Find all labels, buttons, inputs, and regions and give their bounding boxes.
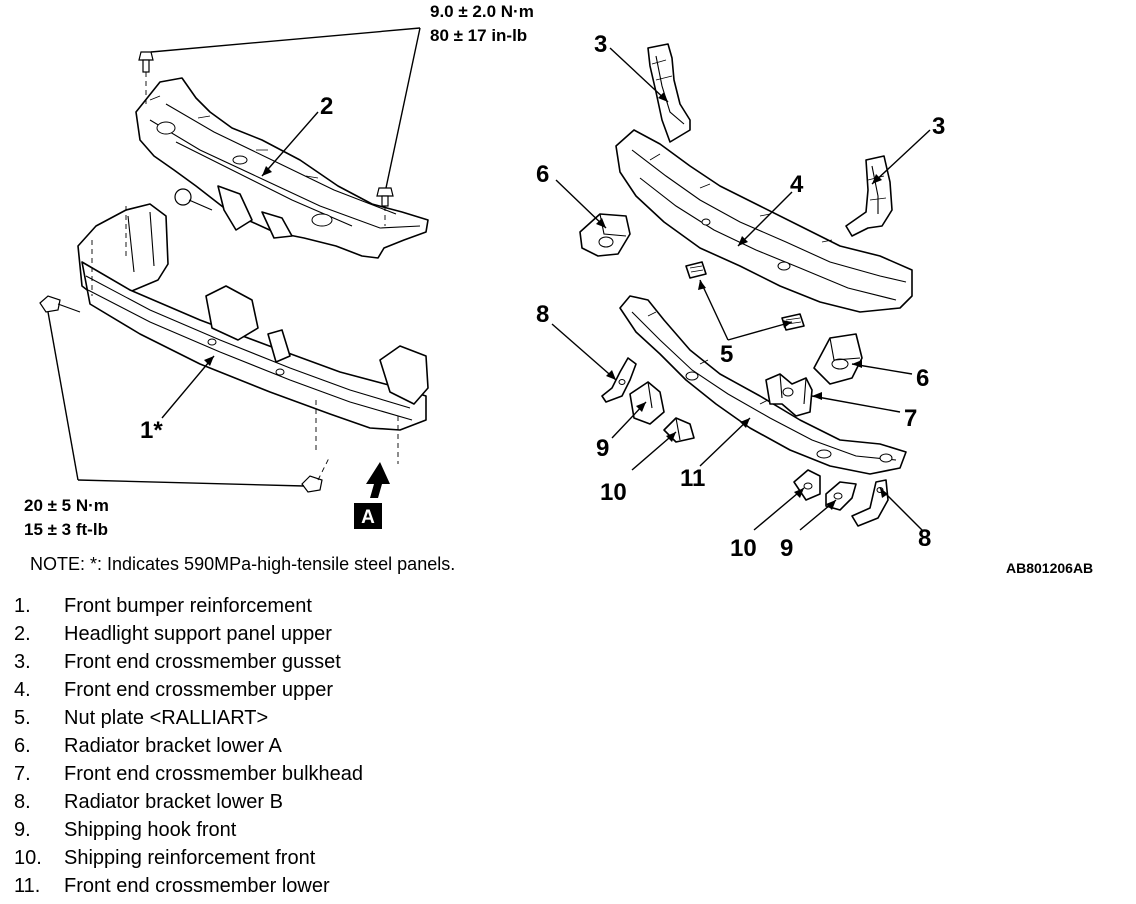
legend-number: 7. <box>14 763 31 785</box>
bolt-upper-left-icon <box>138 51 154 104</box>
legend-number: 3. <box>14 651 31 673</box>
figure-id: AB801206AB <box>1006 560 1094 576</box>
legend-label: Shipping reinforcement front <box>64 847 316 869</box>
legend-number: 11. <box>14 875 41 897</box>
legend-number: 10. <box>14 847 42 869</box>
callout-6-right: 6 <box>916 365 929 392</box>
view-label: A <box>361 507 375 528</box>
front-end-crossmember-gusset-top <box>647 43 691 143</box>
legend-label: Headlight support panel upper <box>64 623 332 645</box>
nut-plate-left <box>685 261 707 279</box>
bolt-lower-right-icon <box>301 455 331 493</box>
view-arrow-icon <box>366 462 390 498</box>
callout-8-left: 8 <box>536 301 549 328</box>
callout-3-right: 3 <box>932 113 945 140</box>
callout-9-left: 9 <box>596 435 609 462</box>
legend-label: Front bumper reinforcement <box>64 595 312 617</box>
callout-6-left: 6 <box>536 161 549 188</box>
legend-number: 8. <box>14 791 31 813</box>
callout-3-top: 3 <box>594 31 607 58</box>
legend-number: 4. <box>14 679 31 701</box>
legend-number: 9. <box>14 819 31 841</box>
bolt-upper-right-icon <box>376 187 394 226</box>
legend-item: 9. Shipping hook front <box>14 816 363 844</box>
front-bumper-reinforcement <box>77 203 429 464</box>
legend-number: 1. <box>14 595 31 617</box>
exploded-parts-diagram: A <box>24 2 945 562</box>
legend-item: 4. Front end crossmember upper <box>14 676 363 704</box>
headlight-support-panel-upper <box>135 77 429 259</box>
callout-11: 11 <box>680 465 705 492</box>
front-end-crossmember-lower <box>619 295 907 475</box>
legend-item: 8. Radiator bracket lower B <box>14 788 363 816</box>
legend-label: Front end crossmember lower <box>64 875 330 897</box>
legend-label: Shipping hook front <box>64 819 237 841</box>
shipping-reinforcement-front-right <box>793 469 821 501</box>
radiator-bracket-lower-b-right <box>851 479 889 527</box>
callout-2: 2 <box>320 93 333 120</box>
radiator-bracket-lower-b-left <box>601 357 637 403</box>
callout-4: 4 <box>790 171 804 198</box>
callout-10-right: 10 <box>730 535 757 562</box>
legend-item: 5. Nut plate <RALLIART> <box>14 704 363 732</box>
legend-item: 10. Shipping reinforcement front <box>14 844 363 872</box>
front-end-crossmember-upper <box>615 129 913 313</box>
bolt-lower-left-icon <box>39 295 81 313</box>
torque-upper-line1: 9.0 ± 2.0 N·m <box>430 2 534 21</box>
torque-upper-line2: 80 ± 17 in-lb <box>430 26 527 45</box>
callout-1: 1* <box>140 417 163 444</box>
callout-9-right: 9 <box>780 535 793 562</box>
callout-7: 7 <box>904 405 917 432</box>
legend-label: Front end crossmember upper <box>64 679 334 701</box>
callout-8-right: 8 <box>918 525 931 552</box>
steel-panel-note: NOTE: *: Indicates 590MPa-high-tensile s… <box>30 554 456 574</box>
front-end-crossmember-bulkhead <box>765 373 813 417</box>
legend-item: 3. Front end crossmember gusset <box>14 648 363 676</box>
radiator-bracket-lower-a-right <box>813 333 863 385</box>
legend-label: Radiator bracket lower A <box>64 735 282 757</box>
legend-number: 5. <box>14 707 31 729</box>
shipping-hook-front-left <box>629 381 665 425</box>
callout-10-left: 10 <box>600 479 627 506</box>
legend-label: Nut plate <RALLIART> <box>64 707 269 729</box>
lower-torque-leaders <box>47 311 305 487</box>
view-label-box: A <box>354 503 382 529</box>
legend-number: 2. <box>14 623 31 645</box>
torque-lower-line1: 20 ± 5 N·m <box>24 496 109 515</box>
torque-lower-line2: 15 ± 3 ft-lb <box>24 520 108 539</box>
legend-label: Front end crossmember bulkhead <box>64 763 364 785</box>
callout-5: 5 <box>720 341 733 368</box>
legend-item: 7. Front end crossmember bulkhead <box>14 760 363 788</box>
legend-item: 6. Radiator bracket lower A <box>14 732 363 760</box>
legend-item: 1. Front bumper reinforcement <box>14 592 363 620</box>
legend-item: 11. Front end crossmember lower <box>14 872 363 900</box>
leader-arrowheads <box>204 92 888 510</box>
legend-label: Radiator bracket lower B <box>64 791 283 813</box>
legend-item: 2. Headlight support panel upper <box>14 620 363 648</box>
front-end-crossmember-gusset-right <box>845 155 893 237</box>
upper-torque-leaders <box>150 27 421 189</box>
legend-label: Front end crossmember gusset <box>64 651 341 673</box>
parts-legend: 1. Front bumper reinforcement 2. Headlight… <box>14 592 363 900</box>
radiator-bracket-lower-a-left <box>579 213 631 257</box>
legend-number: 6. <box>14 735 31 757</box>
